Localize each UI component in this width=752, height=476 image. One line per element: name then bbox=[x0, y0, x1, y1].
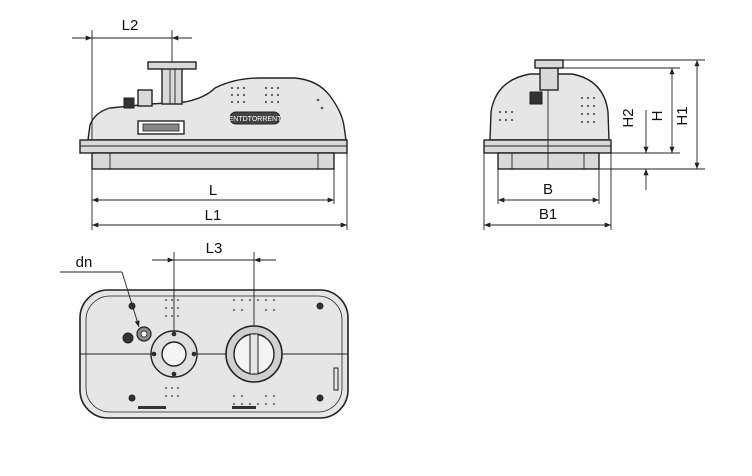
side-top-flange bbox=[534, 59, 564, 69]
bolt-tr bbox=[316, 302, 324, 310]
front-vent-dots bbox=[230, 86, 324, 110]
bottom-slot-1 bbox=[138, 406, 166, 409]
front-top-flange bbox=[147, 61, 197, 70]
dim-h2: H2 bbox=[620, 108, 637, 127]
bottom-slot-2 bbox=[232, 406, 256, 409]
front-fitting bbox=[123, 97, 135, 109]
dim-b: B bbox=[543, 181, 553, 198]
top-view: L3 dn bbox=[60, 240, 349, 419]
bolt-bl bbox=[128, 394, 136, 402]
front-stem bbox=[161, 67, 183, 105]
front-view: ENTDTORRENT L2 L L1 bbox=[72, 17, 348, 230]
dim-h1: H1 bbox=[674, 106, 691, 125]
brand-badge bbox=[229, 111, 281, 125]
top-vent-dots bbox=[165, 299, 275, 405]
side-fitting bbox=[529, 91, 543, 105]
dim-l3: L3 bbox=[206, 240, 223, 257]
brand-badge-text: ENTDTORRENT bbox=[229, 116, 282, 123]
side-stem bbox=[539, 67, 559, 91]
side-flange bbox=[483, 139, 612, 154]
dim-l2: L2 bbox=[122, 17, 139, 34]
side-cover bbox=[333, 367, 339, 391]
dn-fitting bbox=[122, 332, 134, 344]
front-housing bbox=[87, 77, 347, 141]
front-connector bbox=[137, 89, 153, 107]
side-vent-dots bbox=[498, 96, 596, 124]
side-housing bbox=[489, 73, 610, 141]
dim-l1: L1 bbox=[205, 207, 222, 224]
side-view: B B1 H2 H H1 bbox=[483, 59, 705, 230]
label-dn: dn bbox=[76, 254, 93, 271]
dim-h: H bbox=[649, 111, 666, 122]
side-lower-plate bbox=[497, 152, 600, 170]
front-flange bbox=[79, 139, 348, 154]
dim-b1: B1 bbox=[539, 206, 557, 223]
bolt-br bbox=[316, 394, 324, 402]
front-lower-plate bbox=[91, 152, 335, 170]
dim-l: L bbox=[209, 182, 217, 199]
